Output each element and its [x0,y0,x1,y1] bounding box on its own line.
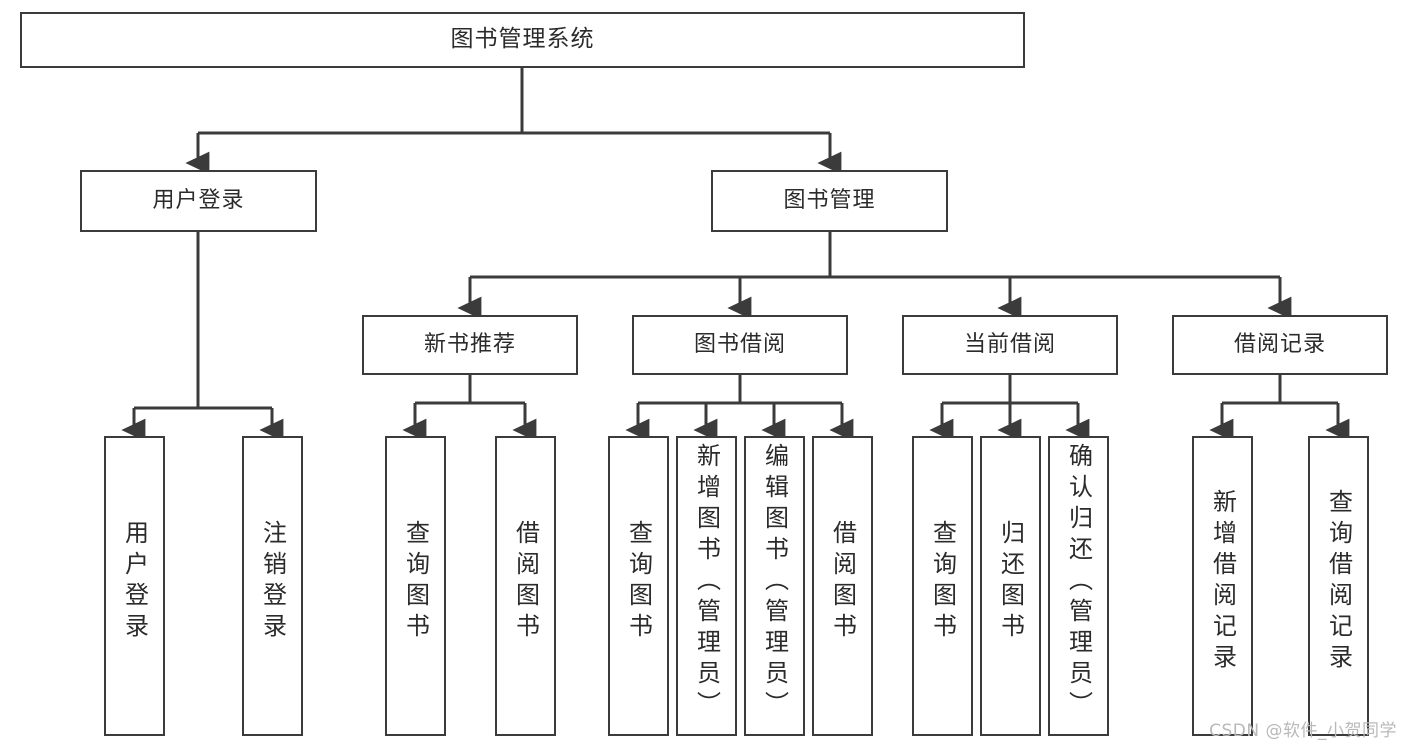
leaf-user-login-signout[interactable]: 注销登录 [242,436,303,736]
node-user-login[interactable]: 用户登录 [80,170,317,232]
node-book-borrow[interactable]: 图书借阅 [632,315,848,375]
leaf-current-query-book[interactable]: 查询图书 [912,436,973,736]
node-label: 图书管理系统 [450,26,595,53]
node-book-management[interactable]: 图书管理 [711,170,948,232]
leaf-current-return-book[interactable]: 归还图书 [980,436,1041,736]
node-root-system[interactable]: 图书管理系统 [20,12,1025,68]
leaf-borrow-borrow-book[interactable]: 借阅图书 [812,436,873,736]
leaf-borrow-query-book[interactable]: 查询图书 [608,436,669,736]
node-current-borrow[interactable]: 当前借阅 [902,315,1118,375]
node-label: 用户登录 [152,187,245,213]
node-label: 查询借阅记录 [1324,489,1353,675]
node-label: 查询图书 [624,520,653,644]
leaf-current-confirm-return-admin[interactable]: 确认归还（管理员） [1048,436,1109,736]
leaf-record-query-record[interactable]: 查询借阅记录 [1308,436,1369,736]
leaf-user-login-signin[interactable]: 用户登录 [104,436,165,736]
node-label: 借阅记录 [1233,331,1326,357]
node-label: 新书推荐 [423,331,516,357]
leaf-borrow-add-book-admin[interactable]: 新增图书（管理员） [676,436,737,736]
node-borrow-record[interactable]: 借阅记录 [1172,315,1388,375]
node-label: 确认归还（管理员） [1064,442,1093,722]
node-label: 图书借阅 [693,331,786,357]
leaf-recommend-query-book[interactable]: 查询图书 [385,436,446,736]
node-label: 注销登录 [258,520,287,644]
leaf-record-add-record[interactable]: 新增借阅记录 [1192,436,1253,736]
node-label: 图书管理 [783,187,876,213]
node-label: 新增借阅记录 [1208,489,1237,675]
node-label: 编辑图书（管理员） [760,442,789,722]
leaf-recommend-borrow-book[interactable]: 借阅图书 [495,436,556,736]
node-new-book-recommend[interactable]: 新书推荐 [362,315,578,375]
node-label: 归还图书 [996,520,1025,644]
leaf-borrow-edit-book-admin[interactable]: 编辑图书（管理员） [744,436,805,736]
node-label: 借阅图书 [828,520,857,644]
csdn-watermark: CSDN @软件_小贺同学 [1209,721,1397,741]
node-label: 新增图书（管理员） [692,442,721,722]
node-label: 查询图书 [401,520,430,644]
node-label: 用户登录 [120,520,149,644]
node-label: 查询图书 [928,520,957,644]
node-label: 当前借阅 [963,331,1056,357]
node-label: 借阅图书 [511,520,540,644]
